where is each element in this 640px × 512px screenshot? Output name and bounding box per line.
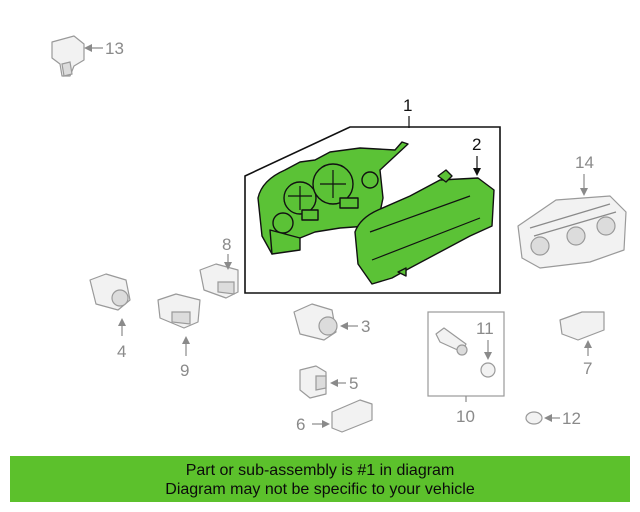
info-banner: Part or sub-assembly is #1 in diagram Di… [10,456,630,502]
callout-7: 7 [583,359,592,378]
callout-8: 8 [222,235,231,254]
callout-4: 4 [117,342,126,361]
callout-2: 2 [472,135,481,154]
callout-9: 9 [180,361,189,380]
assembly-1-box [244,126,501,294]
callout-10: 10 [456,407,475,426]
part-5-switch[interactable] [299,365,346,399]
part-3-switch[interactable] [293,303,358,341]
callout-2-arrow [473,168,481,176]
callout-3: 3 [361,317,370,336]
callout-14: 14 [575,153,594,172]
part-1-instrument-cluster[interactable] [257,141,409,255]
callout-1: 1 [403,96,412,115]
callout-5: 5 [349,374,358,393]
part-6-panel[interactable] [312,399,373,433]
banner-line-1: Part or sub-assembly is #1 in diagram [185,462,455,479]
callout-13: 13 [105,39,124,58]
part-14-climate-control[interactable] [517,174,627,269]
part-8-switch[interactable] [199,254,239,299]
part-13-switch[interactable] [51,35,103,77]
banner-line-2: Diagram may not be specific to your vehi… [165,481,475,498]
part-10-bulb-kit[interactable] [427,311,505,402]
callout-11: 11 [476,319,494,338]
part-2-cluster-lens[interactable] [354,169,495,285]
part-7-bracket[interactable] [559,311,605,356]
callout-12: 12 [562,409,581,428]
part-12-clip[interactable] [525,411,560,425]
callout-6: 6 [296,415,305,434]
part-9-switch[interactable] [157,293,201,356]
part-4-switch[interactable] [89,273,131,336]
